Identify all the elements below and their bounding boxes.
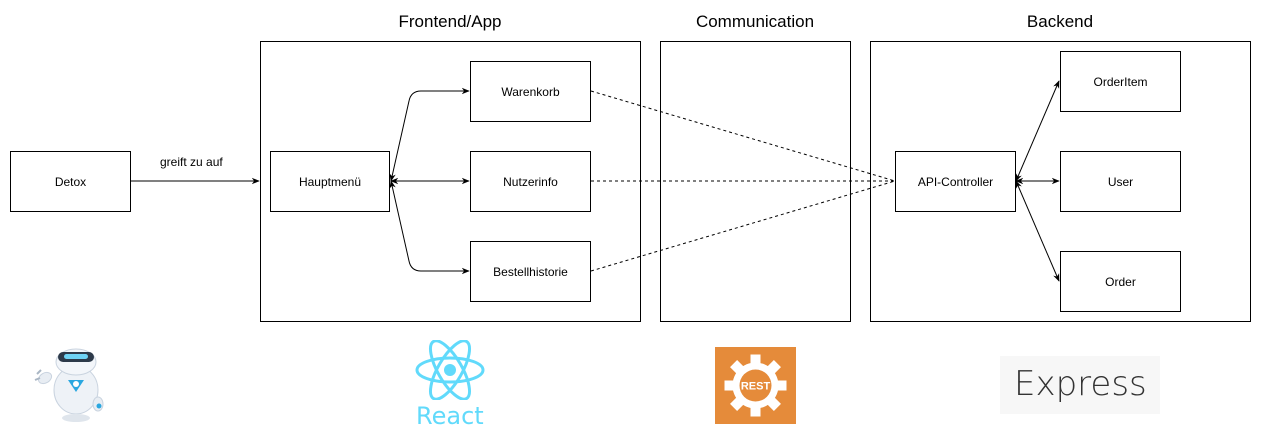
react-wordmark: React — [416, 402, 484, 430]
node-user-label: User — [1107, 174, 1134, 189]
node-hauptmenu[interactable]: Hauptmenü — [270, 151, 390, 212]
node-order[interactable]: Order — [1060, 251, 1181, 312]
edge-hauptmenu-bestellhistorie — [389, 180, 470, 275]
node-nutzerinfo-label: Nutzerinfo — [503, 174, 558, 189]
edge-api-orderitem — [1015, 80, 1060, 182]
rest-gear-label: REST — [741, 381, 771, 393]
node-orderitem[interactable]: OrderItem — [1060, 51, 1181, 112]
node-bestellhistorie-label: Bestellhistorie — [493, 264, 568, 279]
node-detox[interactable]: Detox — [10, 151, 131, 212]
edge-api-order — [1015, 180, 1060, 282]
node-warenkorb[interactable]: Warenkorb — [470, 61, 591, 122]
node-warenkorb-label: Warenkorb — [501, 84, 560, 99]
edge-hauptmenu-warenkorb — [389, 87, 470, 182]
robot-mascot-icon — [34, 348, 104, 422]
node-detox-label: Detox — [54, 174, 87, 189]
communication-title: Communication — [695, 12, 815, 31]
node-api-controller[interactable]: API-Controller — [895, 151, 1016, 212]
node-order-label: Order — [1105, 274, 1136, 289]
express-wordmark — [1000, 356, 1160, 414]
edge-warenkorb-api — [590, 90, 896, 182]
edge-bestellhistorie-api — [590, 180, 896, 272]
backend-title: Backend — [1026, 12, 1094, 31]
react-atom-icon — [415, 340, 485, 400]
node-nutzerinfo[interactable]: Nutzerinfo — [470, 151, 591, 212]
edge-label-greift-zu-auf: greift zu auf — [160, 155, 223, 169]
node-user[interactable]: User — [1060, 151, 1181, 212]
node-hauptmenu-label: Hauptmenü — [298, 174, 362, 189]
node-api-controller-label: API-Controller — [917, 174, 994, 189]
frontend-title: Frontend/App — [398, 12, 502, 31]
express-wordmark-text: Express — [1014, 364, 1147, 404]
node-bestellhistorie[interactable]: Bestellhistorie — [470, 241, 591, 302]
rest-gear-icon: REST — [715, 347, 796, 424]
node-orderitem-label: OrderItem — [1093, 74, 1148, 89]
